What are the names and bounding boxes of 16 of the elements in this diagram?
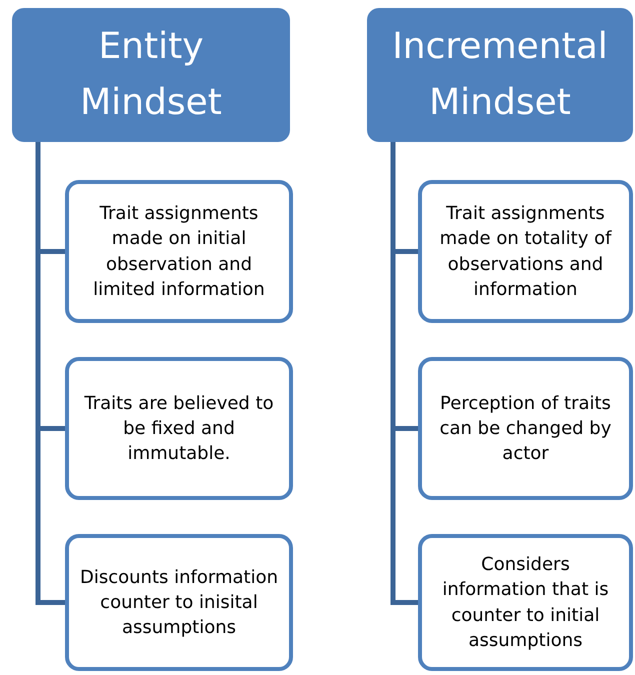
box-text: Traits are believed to be fixed and immutable.	[83, 392, 275, 466]
box-text: Perception of traits can be changed by actor	[438, 392, 612, 466]
box-text: Considers information that is counter to initial assumptions	[441, 553, 610, 653]
text-box	[418, 534, 633, 671]
header-box	[12, 8, 290, 142]
text-box	[65, 180, 293, 323]
box-text: Discounts information counter to inisital assumptions	[78, 566, 279, 640]
header-box	[367, 8, 633, 142]
text-box	[65, 534, 293, 671]
header-text: Incremental Mindset	[391, 25, 609, 125]
text-box	[65, 357, 293, 500]
box-text: Trait assignments made on totality of observations and information	[438, 202, 613, 302]
header-text: Entity Mindset	[79, 25, 223, 125]
box-text: Trait assignments made on initial observation and limited information	[92, 202, 266, 302]
text-box	[418, 180, 633, 323]
text-box	[418, 357, 633, 500]
